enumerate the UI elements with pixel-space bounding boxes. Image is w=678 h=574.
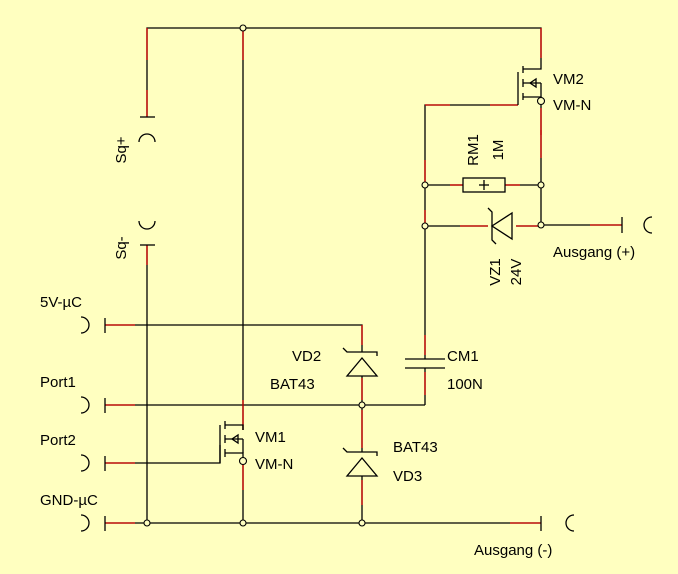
connector-port1 [80,396,106,414]
label-rm1-name: RM1 [465,134,482,166]
connector-out-plus [621,216,653,234]
connector-gnd [80,514,106,532]
label-out-plus: Ausgang (+) [553,244,635,261]
capacitor-cm1 [405,355,445,372]
zener-vz1 [487,207,513,245]
connector-out-minus [540,514,575,532]
pin-stubs [105,28,622,524]
label-cm1-name: CM1 [447,348,479,365]
junctions [143,24,545,527]
label-vm2-value: VM-N [553,97,591,114]
label-rm1-value: 1M [490,140,507,161]
label-gnd: GND-µC [40,492,98,509]
label-sq-plus: Sq+ [113,136,130,163]
label-vd3-name: VD3 [393,468,422,485]
connector-port2 [80,454,106,472]
label-5v: 5V-µC [40,294,82,311]
connector-sq-plus [138,116,156,143]
diode-vd3 [342,447,379,480]
mosfet-vm2 [517,58,546,108]
label-cm1-value: 100N [447,376,483,393]
label-vz1-name: VZ1 [487,258,504,286]
connector-5v [80,316,106,334]
label-out-minus: Ausgang (-) [474,542,552,559]
label-vd3-value: BAT43 [393,439,438,456]
label-sq-minus: Sq- [113,236,130,259]
label-vd2-name: VD2 [292,348,321,365]
label-vd2-value: BAT43 [270,376,315,393]
label-port2: Port2 [40,432,76,449]
label-port1: Port1 [40,374,76,391]
label-vm2-name: VM2 [553,71,584,88]
label-vz1-value: 24V [508,259,525,286]
label-vm1-value: VM-N [255,456,293,473]
diode-vd2 [342,345,379,378]
resistor-rm1 [462,177,506,193]
label-vm1-name: VM1 [255,429,286,446]
mosfet-vm1 [219,421,248,466]
connector-sq-minus [138,220,156,246]
